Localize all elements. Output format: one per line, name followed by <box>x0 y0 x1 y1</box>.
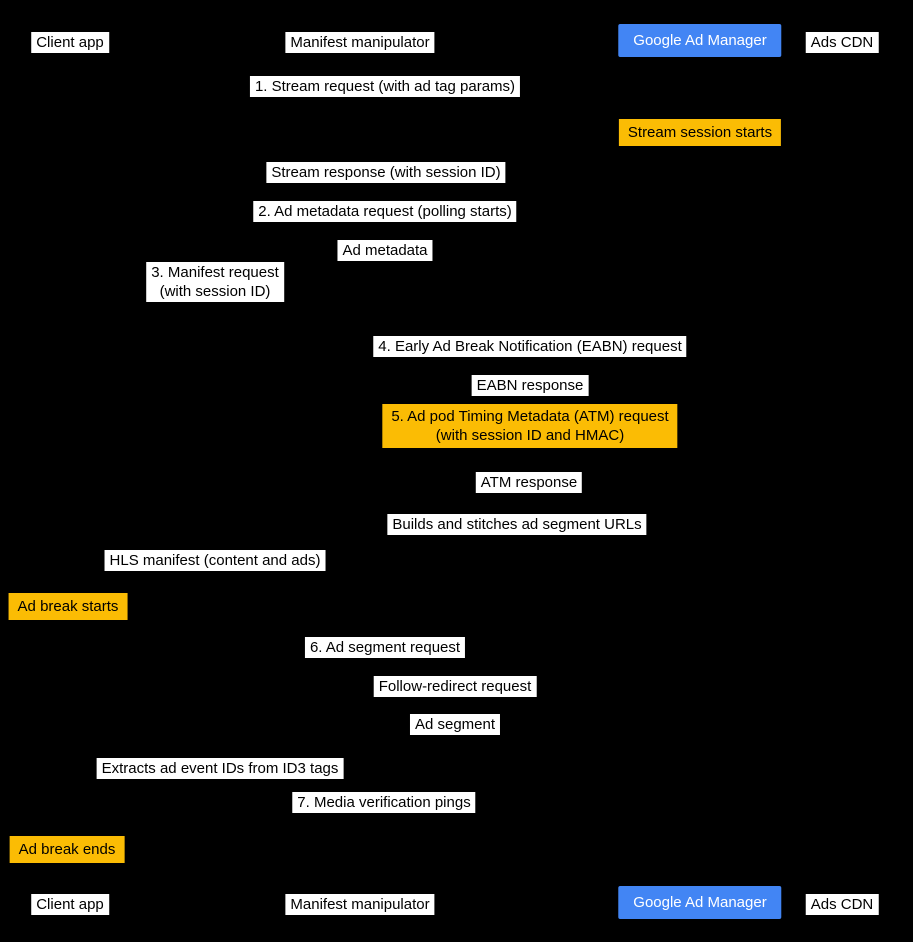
actor-google-ad-manager-top: Google Ad Manager <box>618 24 782 57</box>
actor-client-app-bottom: Client app <box>31 894 109 915</box>
message-media-verification-pings: 7. Media verification pings <box>292 792 476 813</box>
message-atm-response: ATM response <box>475 472 583 493</box>
message-follow-redirect-request: Follow-redirect request <box>373 676 537 697</box>
note-ad-break-starts: Ad break starts <box>8 593 128 620</box>
message-hls-manifest: HLS manifest (content and ads) <box>104 550 326 571</box>
actor-manifest-manipulator-top: Manifest manipulator <box>285 32 435 53</box>
message-atm-request: 5. Ad pod Timing Metadata (ATM) request … <box>382 404 678 448</box>
actor-ads-cdn-bottom: Ads CDN <box>805 894 879 915</box>
message-eabn-response: EABN response <box>471 375 589 396</box>
message-ad-segment: Ad segment <box>409 714 501 735</box>
message-ad-segment-request: 6. Ad segment request <box>304 637 466 658</box>
message-stream-request: 1. Stream request (with ad tag params) <box>249 76 521 97</box>
message-stream-response: Stream response (with session ID) <box>266 162 506 183</box>
note-extracts-id3: Extracts ad event IDs from ID3 tags <box>96 758 344 779</box>
actor-client-app-top: Client app <box>31 32 109 53</box>
note-builds-stitches: Builds and stitches ad segment URLs <box>387 514 647 535</box>
message-eabn-request: 4. Early Ad Break Notification (EABN) re… <box>373 336 687 357</box>
message-ad-metadata-request: 2. Ad metadata request (polling starts) <box>253 201 517 222</box>
actor-google-ad-manager-bottom: Google Ad Manager <box>618 886 782 919</box>
message-ad-metadata: Ad metadata <box>337 240 433 261</box>
actor-manifest-manipulator-bottom: Manifest manipulator <box>285 894 435 915</box>
actor-ads-cdn-top: Ads CDN <box>805 32 879 53</box>
message-manifest-request: 3. Manifest request (with session ID) <box>146 262 284 302</box>
note-ad-break-ends: Ad break ends <box>9 836 125 863</box>
note-stream-session-starts: Stream session starts <box>618 119 782 146</box>
